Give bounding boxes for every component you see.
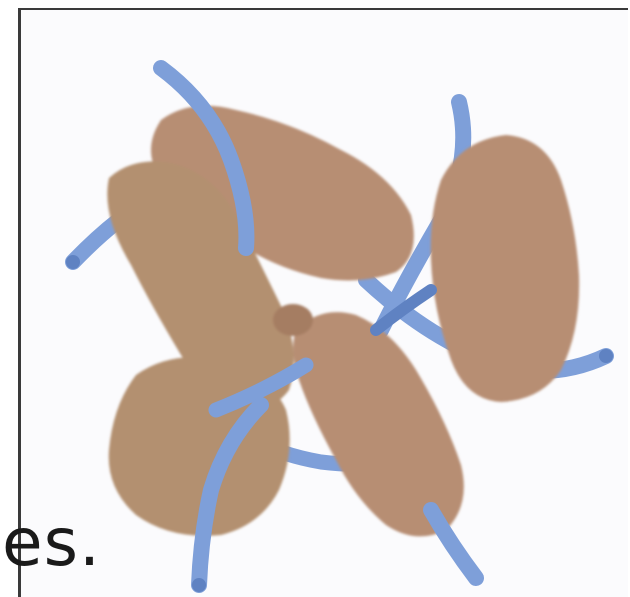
particle-fiber-illustration xyxy=(21,10,628,597)
particle-right xyxy=(431,135,579,402)
fiber-left-stub xyxy=(73,220,119,262)
fiber-end-cap-bottom xyxy=(192,578,206,592)
particle-group xyxy=(107,106,579,537)
fiber-end-cap-right xyxy=(599,349,613,363)
particle-small-node xyxy=(273,304,313,336)
caption-text-fragment: es. xyxy=(2,503,101,583)
fiber-end-cap-left xyxy=(66,255,80,269)
particle-bottom-center xyxy=(293,312,464,536)
figure-panel xyxy=(18,8,628,597)
